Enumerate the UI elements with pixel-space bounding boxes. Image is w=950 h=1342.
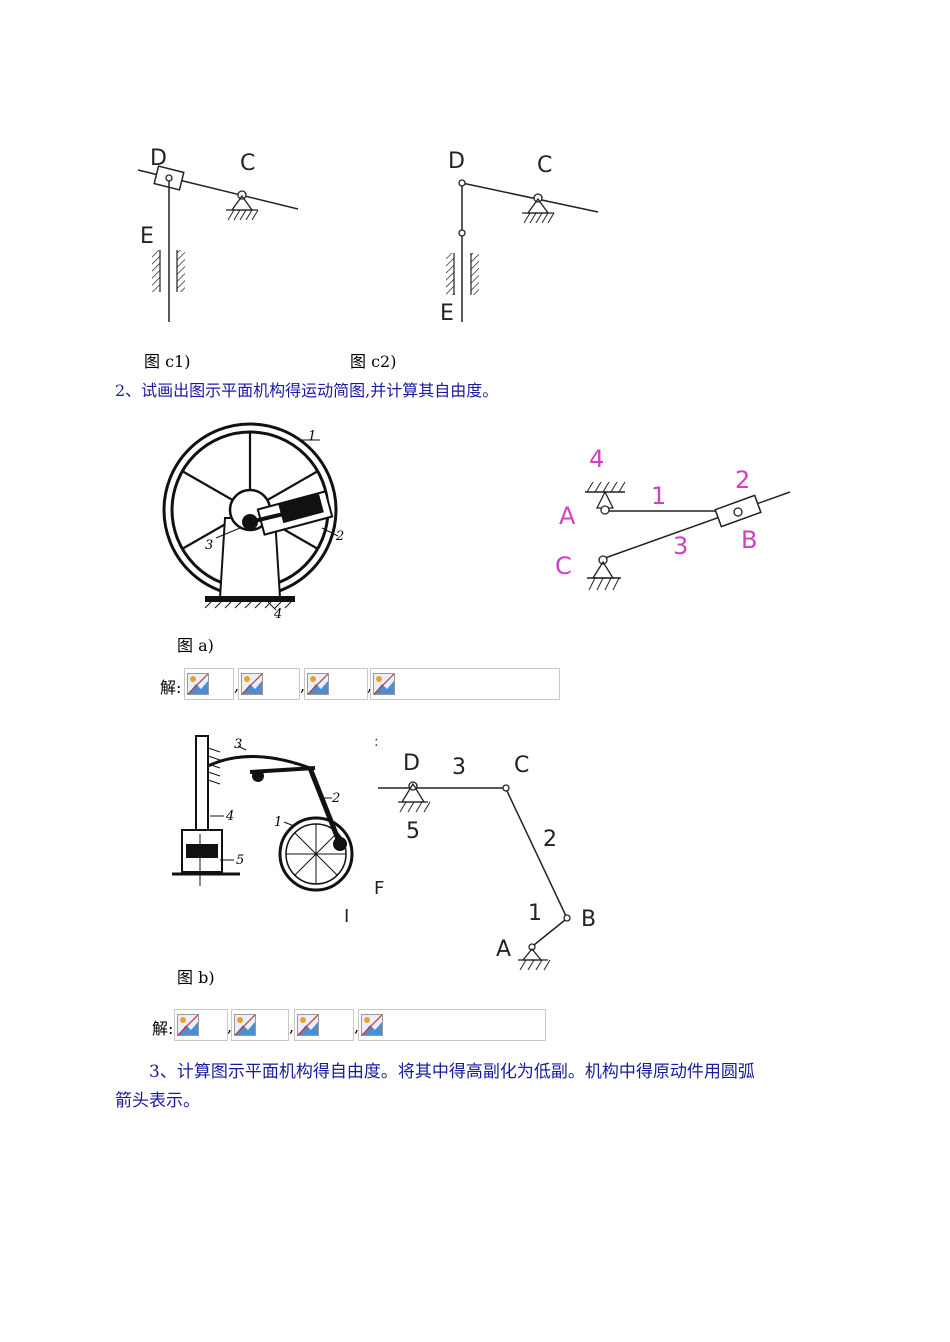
label-A: A <box>559 502 576 530</box>
answer-b-image-4 <box>358 1009 546 1041</box>
label-1: 1 <box>528 901 542 926</box>
label-3: 3 <box>452 755 466 780</box>
question-3-line-2: 箭头表示。 <box>115 1091 200 1111</box>
broken-image-icon <box>373 673 395 695</box>
label-C: C <box>537 153 552 178</box>
photo-num-3: 3 <box>234 737 242 752</box>
question-3-line-1: 3、计算图示平面机构得自由度。将其中得高副化为低副。机构中得原动件用圆弧 <box>149 1062 755 1082</box>
label-C: C <box>240 151 255 176</box>
photo-num-2: 2 <box>335 529 344 544</box>
svg-text::: : <box>374 734 379 750</box>
photo-num-1: 1 <box>274 815 282 830</box>
broken-image-icon <box>234 1014 256 1036</box>
photo-num-5: 5 <box>236 853 244 868</box>
answer-b-image-1 <box>174 1009 228 1041</box>
answer-a-sep-2: , <box>300 676 306 695</box>
answer-a-prefix: 解: <box>160 678 182 697</box>
caption-b: 图 b) <box>177 968 215 987</box>
mark-I: I <box>344 906 349 926</box>
caption-a: 图 a) <box>177 636 214 655</box>
label-1: 1 <box>651 482 666 510</box>
answer-a-sep-1: , <box>234 676 240 695</box>
label-D: D <box>403 751 420 776</box>
broken-image-icon <box>297 1014 319 1036</box>
label-C: C <box>514 753 529 778</box>
photo-num-1: 1 <box>308 429 316 444</box>
broken-image-icon <box>187 673 209 695</box>
answer-b-prefix: 解: <box>152 1019 174 1038</box>
label-B: B <box>741 526 757 554</box>
question-2: 2、试画出图示平面机构得运动简图,并计算其自由度。 <box>115 381 499 400</box>
figure-a-diagram: 4 A 1 2 B 3 C <box>555 445 791 591</box>
label-2: 2 <box>543 827 557 852</box>
label-D: D <box>448 149 465 174</box>
photo-num-4: 4 <box>273 607 282 622</box>
caption-c2: 图 c2) <box>350 352 397 371</box>
figure-b-diagram: D 3 C 5 2 1 B A <box>378 751 596 971</box>
answer-a-image-1 <box>184 668 234 700</box>
answer-b-sep-3: , <box>354 1017 360 1036</box>
figure-c1-diagram: D C E <box>137 146 299 322</box>
label-D: D <box>150 146 167 171</box>
label-4: 4 <box>589 445 604 473</box>
label-A: A <box>496 937 511 962</box>
caption-c1: 图 c1) <box>144 352 191 371</box>
figure-b-photo: 3 2 4 1 5 : F I <box>172 734 384 926</box>
answer-a-image-3 <box>304 668 368 700</box>
photo-num-2: 2 <box>331 791 340 806</box>
answer-b-image-3 <box>294 1009 354 1041</box>
figure-c2-diagram: D C E <box>440 149 599 326</box>
broken-image-icon <box>307 673 329 695</box>
label-5: 5 <box>406 819 420 844</box>
label-E: E <box>140 224 154 249</box>
label-2: 2 <box>735 466 750 494</box>
answer-a-image-4 <box>370 668 560 700</box>
label-3: 3 <box>673 532 688 560</box>
mark-F: F <box>374 878 384 899</box>
broken-image-icon <box>361 1014 383 1036</box>
answer-b-image-2 <box>231 1009 289 1041</box>
answer-a-image-2 <box>238 668 300 700</box>
broken-image-icon <box>177 1014 199 1036</box>
answer-a-sep-3: , <box>367 676 372 695</box>
figure-a-photo: 1 2 3 4 <box>162 422 344 622</box>
photo-num-4: 4 <box>225 809 234 824</box>
label-C: C <box>555 552 572 580</box>
photo-num-3: 3 <box>205 538 213 553</box>
broken-image-icon <box>241 673 263 695</box>
label-B: B <box>581 907 596 932</box>
label-E: E <box>440 301 454 326</box>
answer-b-sep-1: , <box>227 1017 233 1036</box>
answer-b-sep-2: , <box>289 1017 295 1036</box>
